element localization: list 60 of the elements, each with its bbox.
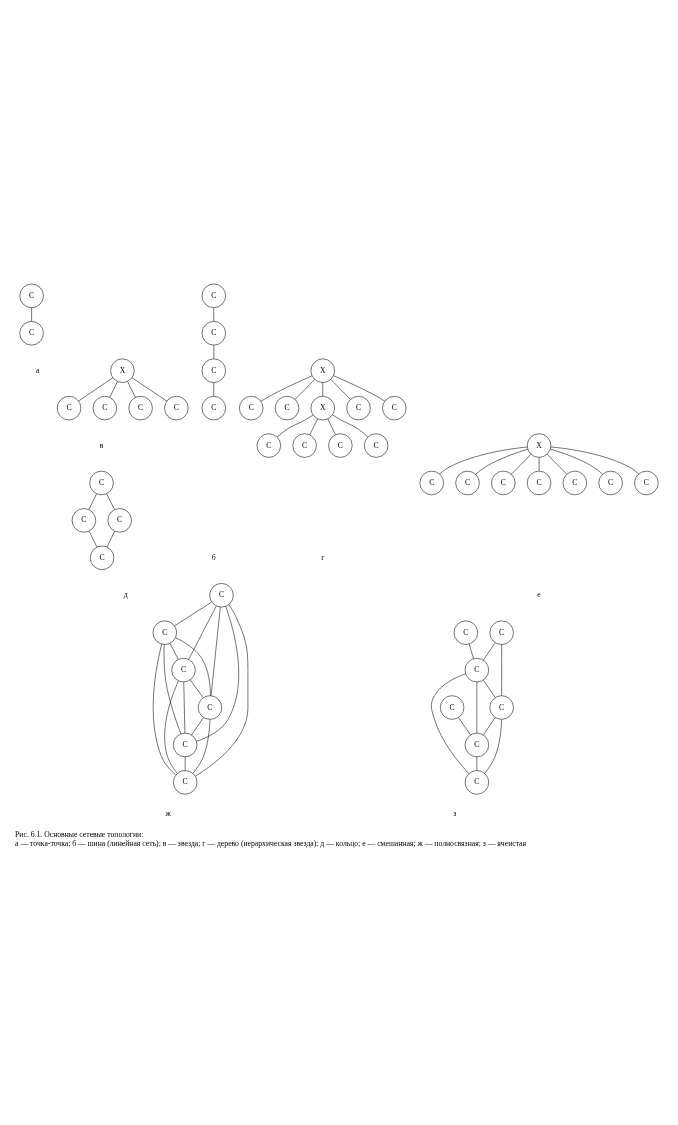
node-circle: С [89, 545, 115, 570]
node-circle: С [19, 283, 44, 308]
node-circle: С [201, 358, 226, 383]
label: з [453, 809, 457, 819]
connector [196, 606, 239, 742]
connector [164, 680, 179, 774]
label: е [537, 590, 541, 600]
connector [192, 719, 211, 774]
label: ж [165, 809, 171, 819]
node-circle: С [201, 283, 226, 308]
node-circle: С [455, 470, 480, 496]
node-circle: С [491, 470, 516, 496]
node-circle: С [107, 508, 132, 533]
node-circle: С [201, 396, 226, 421]
caption: а — точка-точка; б — шина (линейная сеть); в — звезда; г — дерево (иерархическая звезда); д — кольцо; е — смешанная; ж — полносвязная; з — ячеистая [15, 838, 527, 848]
connector [163, 644, 182, 735]
node-circle: С [292, 433, 317, 458]
node-circle: С [489, 620, 514, 645]
node-circle: С [562, 470, 587, 496]
node-circle: С [19, 321, 44, 346]
node-circle: С [197, 695, 223, 720]
node-circle: С [239, 396, 264, 421]
node-circle: С [128, 396, 153, 421]
node-circle: С [209, 583, 234, 608]
node-circle: С [464, 732, 489, 758]
node-circle: С [598, 470, 623, 496]
node-circle: С [173, 770, 198, 795]
node-circle: С [92, 396, 117, 421]
node-circle: С [489, 695, 514, 720]
node-circle: С [152, 620, 177, 645]
node-circle: С [56, 396, 82, 421]
node-circle: Х [310, 396, 335, 421]
label: а [35, 365, 40, 375]
node-circle: С [382, 396, 407, 421]
node-circle: Х [526, 433, 552, 458]
node-circle: С [171, 658, 196, 683]
node-circle: С [256, 433, 281, 458]
node-circle: С [328, 433, 353, 458]
node-circle: С [526, 470, 552, 496]
node-circle: С [71, 508, 96, 533]
node-circle: С [364, 433, 389, 458]
node-circle: С [419, 470, 444, 496]
node-circle: С [346, 396, 371, 421]
node-circle: С [201, 321, 226, 346]
node-circle: Х [310, 358, 335, 383]
diagram-title: Рис. 6.1. Основные сетевые топологии: [15, 830, 144, 840]
label: д [123, 590, 128, 600]
node-circle: Х [110, 358, 135, 383]
label: в [99, 440, 104, 450]
node-circle: С [634, 470, 659, 496]
node-circle: С [464, 658, 489, 683]
node-circle: С [440, 695, 465, 720]
node-circle: С [274, 396, 300, 421]
node-circle: С [89, 470, 114, 496]
node-circle: С [173, 732, 198, 758]
label: б [211, 552, 216, 562]
node-circle: С [453, 620, 478, 645]
node-circle: С [464, 770, 489, 795]
node-circle: С [164, 396, 189, 421]
label: г [321, 552, 325, 562]
